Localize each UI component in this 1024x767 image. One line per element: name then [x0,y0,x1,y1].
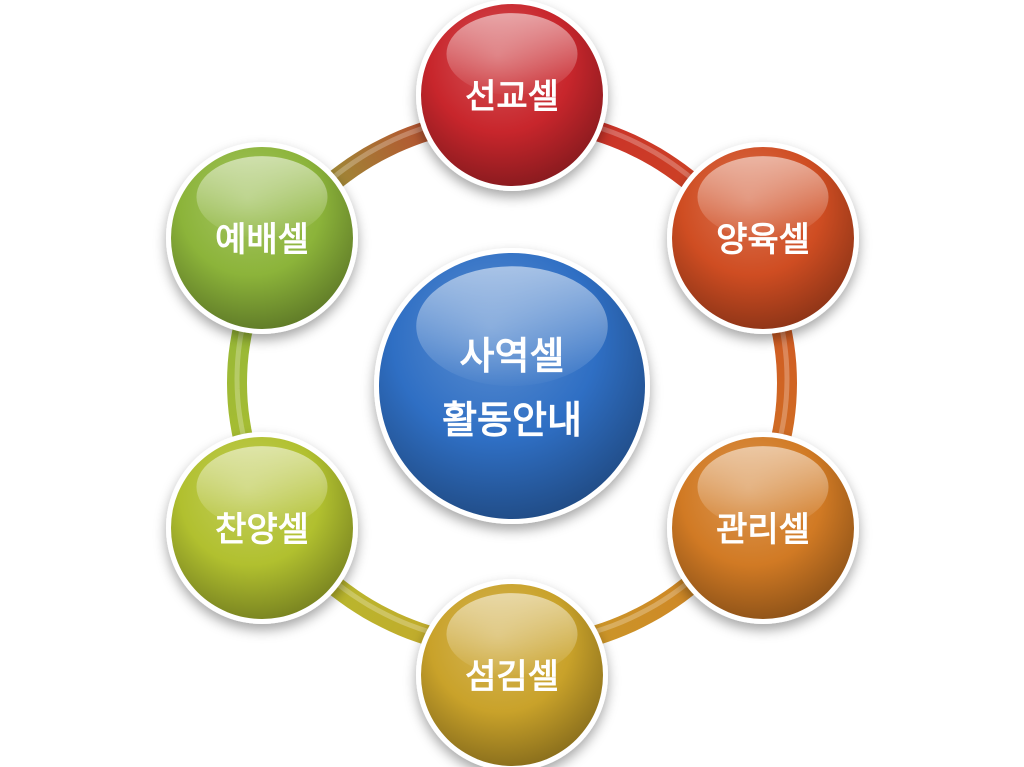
cell-node-label: 선교셀 [465,77,559,117]
cell-node-gloss [196,156,328,238]
cell-node-gloss [697,156,829,238]
cell-node-label: 예배셀 [215,220,309,260]
center-ball-gloss [416,266,608,386]
cell-node-label: 찬양셀 [215,510,309,550]
cell-node-gloss [446,593,578,675]
center-label-line: 사역셀 [460,334,565,378]
cell-node: 찬양셀 [166,432,358,624]
cell-node: 예배셀 [166,142,358,334]
cell-node-gloss [697,446,829,528]
cell-node: 관리셀 [667,432,859,624]
cell-node: 섬김셀 [416,579,608,767]
center-label-line: 활동안내 [442,398,582,442]
cell-node-label: 섬김셀 [465,657,559,697]
cell-node: 양육셀 [667,142,859,334]
cell-node-gloss [446,13,578,95]
cell-node-label: 관리셀 [716,510,810,550]
cell-node-gloss [196,446,328,528]
cell-node: 선교셀 [416,0,608,191]
cell-node-label: 양육셀 [716,220,810,260]
